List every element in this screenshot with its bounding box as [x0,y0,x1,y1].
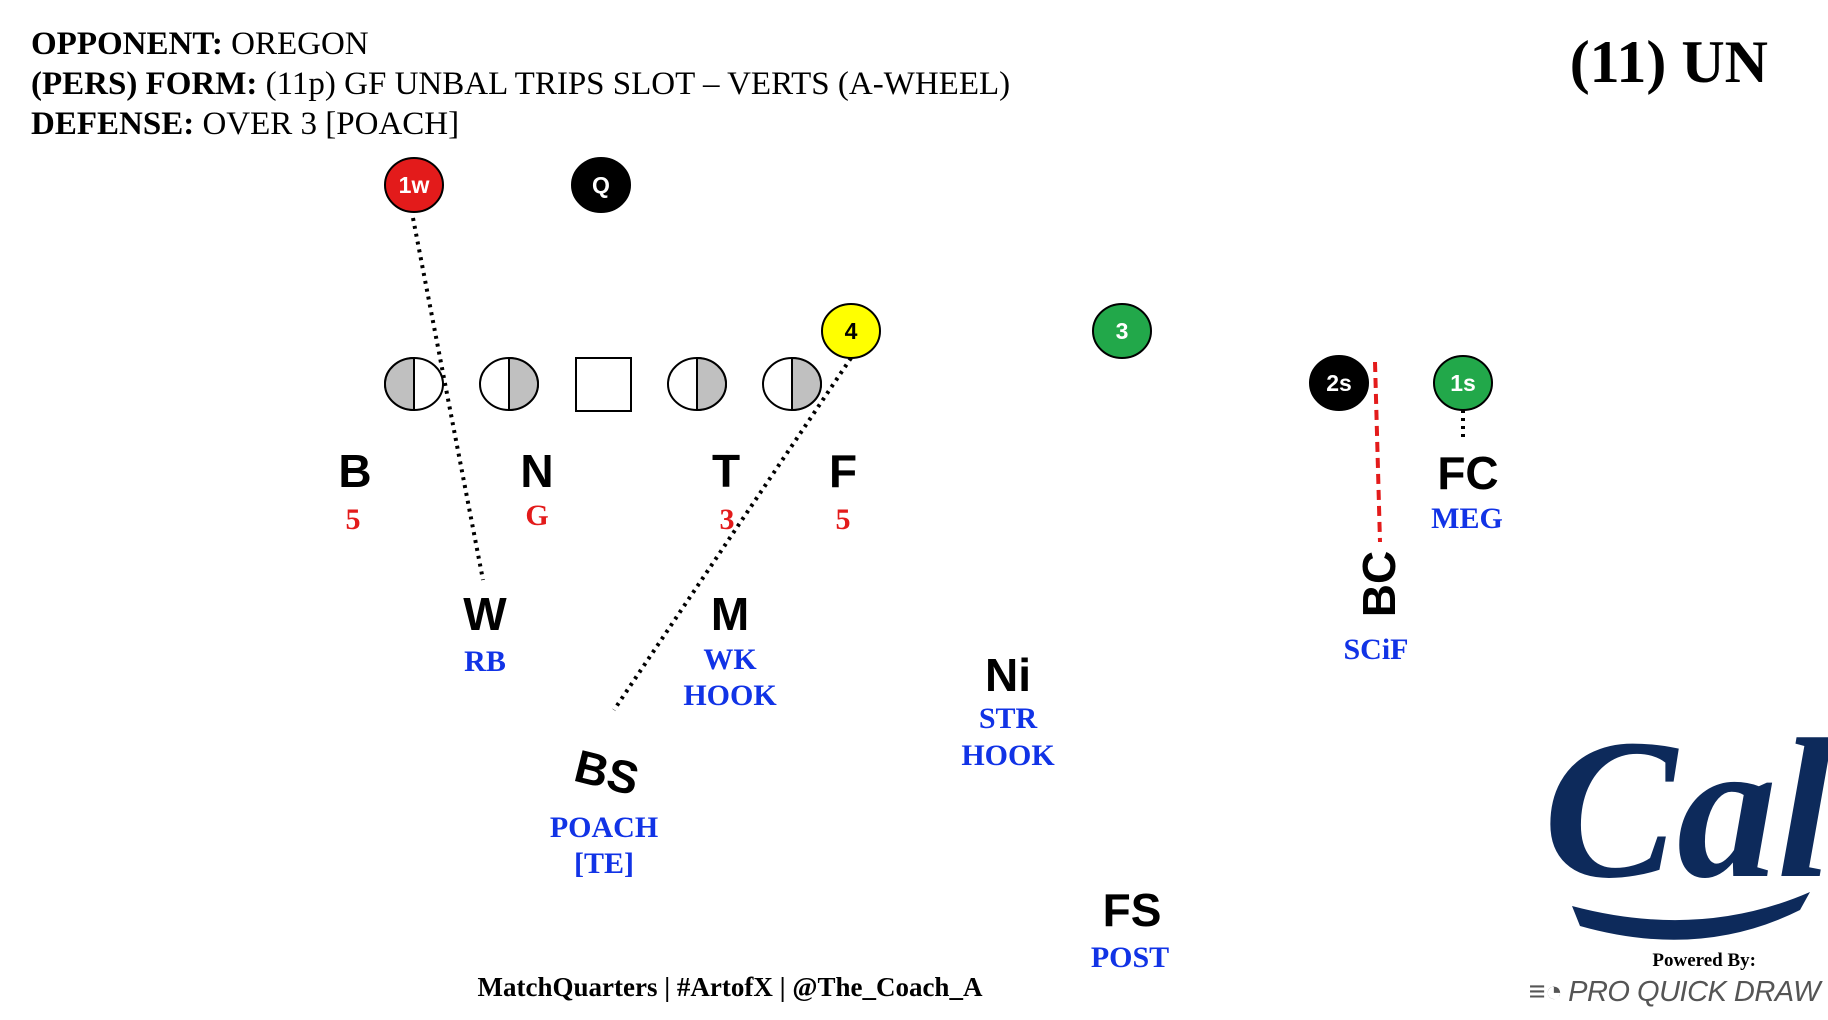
pro-quick-draw-icon: ≡◔ [1528,976,1563,1008]
defender-ni-assignment-2: HOOK [961,739,1055,772]
opponent-label: OPPONENT: [31,26,223,62]
receiver-3-label: 3 [1116,318,1129,344]
defender-fs-assignment: POST [1091,941,1169,974]
receiver-1w-label: 1w [399,172,430,198]
tackle-left [384,356,444,412]
receiver-1s-chip: 1s [1433,355,1493,411]
receiver-1s-label: 1s [1450,370,1476,396]
powered-by-label: Powered By: [1652,950,1756,971]
defender-fc-assignment: MEG [1431,502,1503,535]
defense-label: DEFENSE: [31,106,195,142]
defender-f-assignment: 5 [836,503,851,536]
defender-n-assignment: G [525,499,548,532]
defense-line: DEFENSE: OVER 3 [POACH] [31,108,459,141]
defender-m: M [711,588,749,640]
center [575,357,632,412]
receiver-2s-chip: 2s [1309,355,1369,411]
quarterback-label: Q [592,172,610,198]
defender-m-assignment-2: HOOK [683,679,777,712]
opponent-line: OPPONENT: OREGON [31,28,369,61]
defense-value: OVER 3 [POACH] [202,106,460,142]
receiver-1w-chip: 1w [384,157,444,213]
formation-line: (PERS) FORM: (11p) GF UNBAL TRIPS SLOT –… [31,68,1010,101]
defender-m-assignment-1: WK [703,643,757,676]
footer-credits: MatchQuarters | #ArtofX | @The_Coach_A [477,972,983,1002]
defender-fs: FS [1103,884,1162,936]
defender-w: W [463,588,507,640]
route-2s [1373,361,1382,543]
defender-t-assignment: 3 [720,503,735,536]
defender-b-assignment: 5 [346,503,361,536]
route-4 [612,356,853,712]
quarterback-chip: Q [571,157,631,213]
opponent-value: OREGON [231,26,369,62]
cal-logo-text: Cal [1544,699,1828,920]
defender-b: B [338,445,371,497]
defender-bs-assignment-2: [TE] [574,847,634,880]
formation-label: (PERS) FORM: [31,66,258,102]
receiver-4-chip: 4 [821,303,881,359]
defender-ni: Ni [985,649,1031,701]
receiver-3-chip: 3 [1092,303,1152,359]
cal-logo: Cal [1544,699,1828,940]
guard-left [479,356,539,412]
personnel-title: (11) UN [1569,29,1768,95]
defender-w-assignment: RB [464,645,506,678]
defender-bc: BC [1353,551,1405,617]
formation-value: (11p) GF UNBAL TRIPS SLOT – VERTS (A-WHE… [265,66,1011,102]
tackle-right [762,356,822,412]
receiver-4-label: 4 [845,318,858,344]
route-1w [411,217,485,581]
defender-n: N [520,445,553,497]
guard-right [667,356,727,412]
cal-logo-swoosh [1572,892,1810,940]
defender-bc-assignment: SCiF [1343,633,1408,666]
defender-bs: BS [570,740,645,806]
receiver-2s-label: 2s [1326,370,1352,396]
defender-bs-assignment-1: POACH [550,811,658,844]
defender-t: T [712,445,740,497]
defender-ni-assignment-1: STR [979,702,1038,735]
pro-quick-draw-text: PRO QUICK DRAW [1568,976,1820,1008]
defender-fc: FC [1437,447,1498,499]
pro-quick-draw-brand: ≡◔PRO QUICK DRAW [1528,976,1821,1009]
defender-f: F [829,445,857,497]
